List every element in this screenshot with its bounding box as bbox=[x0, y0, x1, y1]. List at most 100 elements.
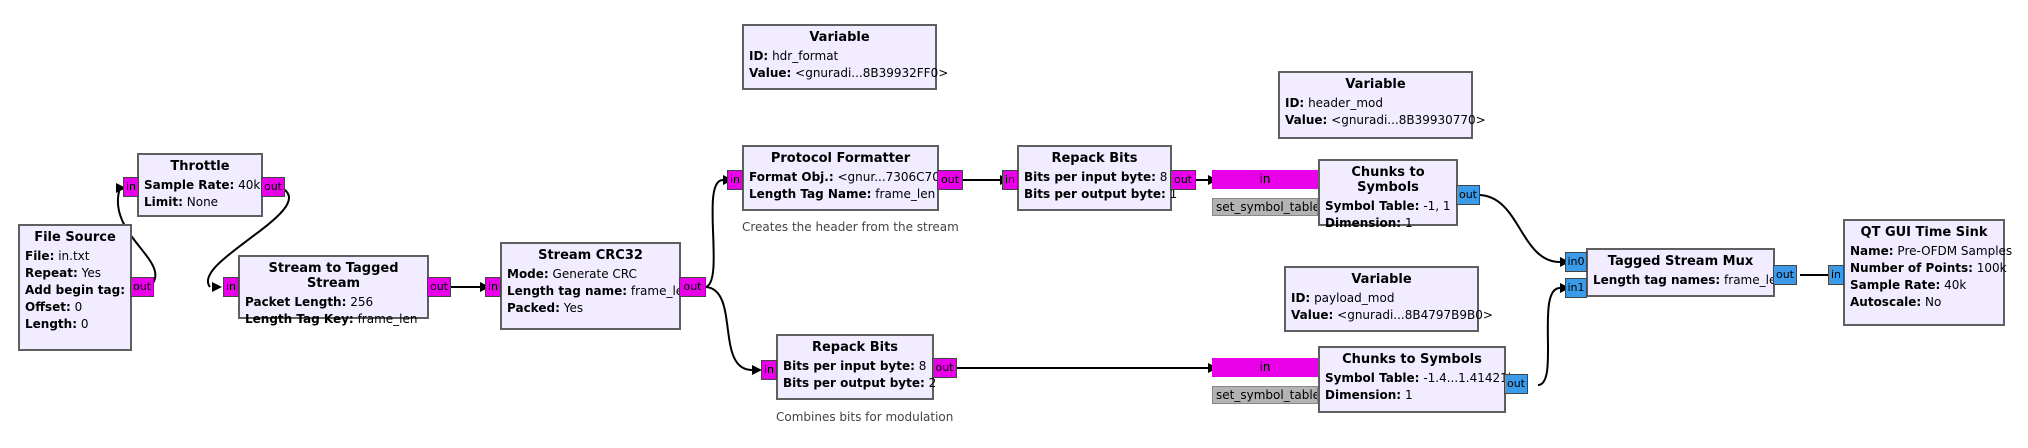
param-value: -1, 1 bbox=[1423, 199, 1451, 213]
set-symbol-table-port[interactable]: set_symbol_table bbox=[1212, 198, 1318, 216]
param-row: File: in.txt bbox=[20, 248, 130, 265]
port-in[interactable]: in bbox=[123, 177, 139, 197]
port-out[interactable]: out bbox=[1773, 265, 1797, 285]
param-row: ID: hdr_format bbox=[744, 48, 935, 65]
param-value: <gnur...7306C70> bbox=[837, 170, 950, 184]
block-title: Protocol Formatter bbox=[770, 151, 911, 166]
block-chunks-to-symbols-bottom[interactable]: Chunks to Symbols Symbol Table: -1.4...1… bbox=[1318, 346, 1511, 413]
port-in-bar[interactable]: in bbox=[1212, 170, 1318, 189]
port-out[interactable]: out bbox=[1170, 170, 1196, 190]
param-row: Length tag name: frame_len bbox=[502, 283, 691, 300]
param-label: Length Tag Name: bbox=[749, 187, 872, 201]
param-label: Dimension: bbox=[1325, 216, 1402, 230]
port-out[interactable]: out bbox=[1504, 374, 1528, 394]
param-row: Bits per output byte: 1 bbox=[1019, 186, 1177, 203]
block-tagged-stream-mux[interactable]: Tagged Stream Mux Length tag names: fram… bbox=[1586, 248, 1784, 297]
param-value: header_mod bbox=[1308, 96, 1383, 110]
param-row: Value: <gnuradi...8B39930770> bbox=[1280, 112, 1486, 129]
param-label: Length tag name: bbox=[507, 284, 628, 298]
param-value: -1.4...1.41421j bbox=[1423, 371, 1512, 385]
param-value: <gnuradi...8B4797B9B0> bbox=[1337, 308, 1493, 322]
block-variable-payload-mod[interactable]: Variable ID: payload_mod Value: <gnuradi… bbox=[1284, 266, 1493, 332]
block-repack-bits-bottom[interactable]: Repack Bits Bits per input byte: 8 Bits … bbox=[776, 334, 936, 400]
port-in[interactable]: in bbox=[1828, 265, 1844, 285]
param-value: 1 bbox=[1404, 388, 1413, 402]
block-title: Throttle bbox=[170, 159, 230, 174]
port-in1[interactable]: in1 bbox=[1565, 278, 1587, 298]
param-label: Number of Points: bbox=[1850, 261, 1973, 275]
param-label: Mode: bbox=[507, 267, 549, 281]
block-qt-gui-time-sink[interactable]: QT GUI Time Sink Name: Pre-OFDM Samples … bbox=[1843, 219, 2012, 326]
param-label: Limit: bbox=[144, 195, 183, 209]
comment-protocol-formatter: Creates the header from the stream bbox=[742, 220, 959, 234]
param-row: Autoscale: No bbox=[1845, 294, 2003, 311]
param-row: Offset: 0 bbox=[20, 299, 130, 316]
param-row: Number of Points: 100k bbox=[1845, 260, 2007, 277]
param-value: 40k bbox=[1944, 278, 1967, 292]
param-row: Length: 0 bbox=[20, 316, 130, 333]
block-stream-crc32[interactable]: Stream CRC32 Mode: Generate CRC Length t… bbox=[500, 242, 691, 330]
param-value: 0 bbox=[80, 317, 89, 331]
param-label: Value: bbox=[1291, 308, 1334, 322]
block-throttle[interactable]: Throttle Sample Rate: 40k Limit: None bbox=[137, 153, 263, 217]
param-row: Symbol Table: -1.4...1.41421j bbox=[1320, 370, 1511, 387]
param-value: frame_len bbox=[630, 284, 691, 298]
block-chunks-to-symbols-top[interactable]: Chunks to Symbols Symbol Table: -1, 1 Di… bbox=[1318, 159, 1458, 230]
param-label: Value: bbox=[749, 66, 792, 80]
port-in[interactable]: in bbox=[485, 277, 501, 297]
param-label: Bits per input byte: bbox=[783, 359, 915, 373]
block-title: Tagged Stream Mux bbox=[1607, 254, 1754, 269]
block-title: Stream CRC32 bbox=[538, 248, 643, 263]
block-title: Variable bbox=[1345, 77, 1406, 92]
param-value: in.txt bbox=[58, 249, 90, 263]
port-out[interactable]: out bbox=[427, 277, 451, 297]
param-value: No bbox=[1925, 295, 1942, 309]
param-row: Dimension: 1 bbox=[1320, 387, 1504, 404]
param-label: Symbol Table: bbox=[1325, 199, 1420, 213]
port-in-bar[interactable]: in bbox=[1212, 358, 1318, 377]
param-label: Name: bbox=[1850, 244, 1894, 258]
port-in0[interactable]: in0 bbox=[1565, 252, 1587, 272]
param-value: frame_len bbox=[875, 187, 936, 201]
param-label: Sample Rate: bbox=[144, 178, 235, 192]
param-label: Bits per output byte: bbox=[783, 376, 925, 390]
comment-repack-bottom: Combines bits for modulation bbox=[776, 410, 954, 424]
block-title: Variable bbox=[809, 30, 870, 45]
param-row: Packed: Yes bbox=[502, 300, 679, 317]
port-out[interactable]: out bbox=[679, 277, 706, 297]
set-symbol-table-port[interactable]: set_symbol_table bbox=[1212, 386, 1318, 404]
block-stream-to-tagged-stream[interactable]: Stream to Tagged Stream Packet Length: 2… bbox=[238, 255, 429, 326]
param-value: frame_len bbox=[357, 312, 418, 326]
param-value: frame_len bbox=[1724, 273, 1784, 287]
block-variable-header-mod[interactable]: Variable ID: header_mod Value: <gnuradi.… bbox=[1278, 71, 1486, 139]
param-row: Name: Pre-OFDM Samples bbox=[1845, 243, 2012, 260]
port-in[interactable]: in bbox=[1002, 170, 1018, 190]
port-in[interactable]: in bbox=[761, 360, 777, 380]
connection-chunksbottom-mux bbox=[1537, 287, 1561, 386]
port-out[interactable]: out bbox=[261, 177, 285, 197]
param-label: Bits per output byte: bbox=[1024, 187, 1166, 201]
param-value: 8 bbox=[918, 359, 927, 373]
block-title: QT GUI Time Sink bbox=[1860, 225, 1988, 240]
param-label: Value: bbox=[1285, 113, 1328, 127]
param-label: Length Tag Key: bbox=[245, 312, 354, 326]
port-out[interactable]: out bbox=[932, 358, 957, 378]
port-in[interactable]: in bbox=[223, 277, 239, 297]
port-out[interactable]: out bbox=[1456, 185, 1480, 205]
param-row: Sample Rate: 40k bbox=[1845, 277, 2003, 294]
param-row: Mode: Generate CRC bbox=[502, 266, 679, 283]
block-variable-hdr-format[interactable]: Variable ID: hdr_format Value: <gnuradi.… bbox=[742, 24, 948, 90]
param-label: ID: bbox=[1285, 96, 1305, 110]
block-protocol-formatter[interactable]: Protocol Formatter Format Obj.: <gnur...… bbox=[742, 145, 950, 211]
param-label: Sample Rate: bbox=[1850, 278, 1941, 292]
block-repack-bits-top[interactable]: Repack Bits Bits per input byte: 8 Bits … bbox=[1017, 145, 1177, 211]
arrow-head bbox=[752, 365, 762, 375]
arrow-head bbox=[116, 183, 126, 193]
port-out[interactable]: out bbox=[130, 277, 154, 297]
connection-throttle-s2ts bbox=[206, 187, 290, 288]
port-in[interactable]: in bbox=[727, 170, 743, 190]
port-out[interactable]: out bbox=[937, 170, 963, 190]
block-file-source[interactable]: File Source File: in.txt Repeat: Yes Add… bbox=[18, 224, 138, 351]
param-row: Length tag names: frame_len bbox=[1588, 272, 1784, 289]
